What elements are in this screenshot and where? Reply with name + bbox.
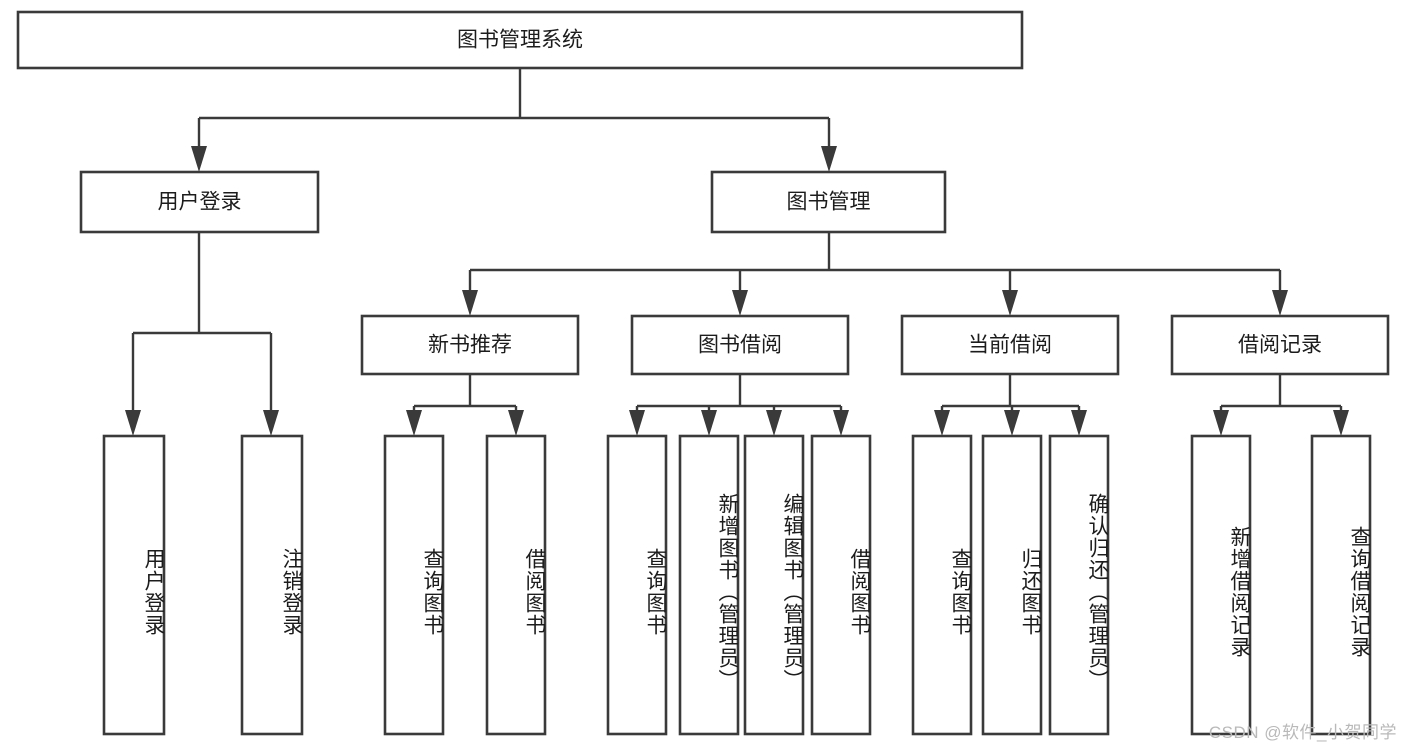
arrow-head-icon bbox=[766, 410, 782, 436]
node-label-user-login: 用户登录 bbox=[158, 191, 242, 214]
node-label-new-book-recommend: 新书推荐 bbox=[428, 334, 512, 357]
arrow-head-icon bbox=[833, 410, 849, 436]
node-box-leaf-query-book-recommend[interactable] bbox=[383, 434, 445, 736]
node-box-leaf-query-borrow-record[interactable] bbox=[1310, 434, 1372, 736]
node-box-book-borrow[interactable] bbox=[630, 314, 850, 376]
arrow-head-icon bbox=[732, 290, 748, 316]
node-box-leaf-query-book-borrow[interactable] bbox=[606, 434, 668, 736]
node-label-book-borrow: 图书借阅 bbox=[698, 334, 782, 357]
arrow-head-icon bbox=[263, 410, 279, 436]
node-box-borrow-record[interactable] bbox=[1170, 314, 1390, 376]
node-label-current-borrow: 当前借阅 bbox=[968, 334, 1052, 357]
node-box-user-login[interactable] bbox=[79, 170, 320, 234]
arrowheads-layer bbox=[125, 146, 1349, 436]
arrow-head-icon bbox=[1002, 290, 1018, 316]
arrow-head-icon bbox=[406, 410, 422, 436]
arrow-head-icon bbox=[1004, 410, 1020, 436]
node-boxes-layer bbox=[16, 10, 1390, 736]
watermark-text: CSDN @软件_小贺同学 bbox=[1208, 723, 1397, 742]
arrow-head-icon bbox=[1272, 290, 1288, 316]
arrow-head-icon bbox=[934, 410, 950, 436]
node-box-current-borrow[interactable] bbox=[900, 314, 1120, 376]
node-box-leaf-add-book-admin[interactable] bbox=[678, 434, 740, 736]
arrow-head-icon bbox=[701, 410, 717, 436]
node-box-leaf-return-book[interactable] bbox=[981, 434, 1043, 736]
node-label-root: 图书管理系统 bbox=[457, 29, 583, 52]
node-box-leaf-edit-book-admin[interactable] bbox=[743, 434, 805, 736]
arrow-head-icon bbox=[191, 146, 207, 172]
node-label-borrow-record: 借阅记录 bbox=[1238, 334, 1322, 357]
arrow-head-icon bbox=[821, 146, 837, 172]
node-box-new-book-recommend[interactable] bbox=[360, 314, 580, 376]
node-box-leaf-query-book-current[interactable] bbox=[911, 434, 973, 736]
node-box-leaf-borrow-book[interactable] bbox=[810, 434, 872, 736]
node-box-leaf-confirm-return-admin[interactable] bbox=[1048, 434, 1110, 736]
arrow-head-icon bbox=[1071, 410, 1087, 436]
node-box-root[interactable] bbox=[16, 10, 1024, 70]
node-box-leaf-add-borrow-record[interactable] bbox=[1190, 434, 1252, 736]
node-box-leaf-logout-login[interactable] bbox=[240, 434, 304, 736]
node-box-leaf-borrow-book-recommend[interactable] bbox=[485, 434, 547, 736]
arrow-head-icon bbox=[1333, 410, 1349, 436]
arrow-head-icon bbox=[462, 290, 478, 316]
arrow-head-icon bbox=[1213, 410, 1229, 436]
node-label-book-manage: 图书管理 bbox=[787, 191, 871, 214]
node-box-book-manage[interactable] bbox=[710, 170, 947, 234]
node-box-leaf-user-login[interactable] bbox=[102, 434, 166, 736]
arrow-head-icon bbox=[125, 410, 141, 436]
arrow-head-icon bbox=[508, 410, 524, 436]
arrow-head-icon bbox=[629, 410, 645, 436]
